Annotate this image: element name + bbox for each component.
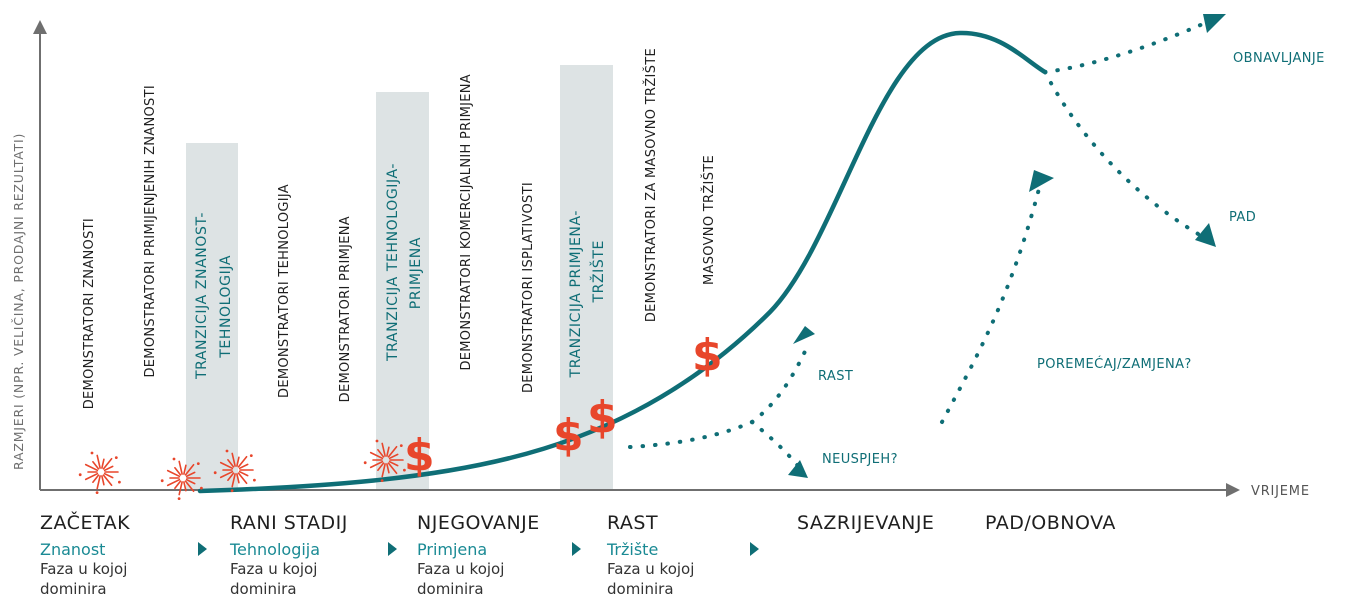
stage-description-line2: dominira	[40, 580, 107, 598]
stage-description-line2: dominira	[417, 580, 484, 598]
renewal-arrow-icon	[1203, 14, 1226, 33]
column-label-mass-market: MASOVNO TRŽIŠTE	[701, 155, 717, 285]
stage-description-line2: dominira	[607, 580, 674, 598]
stage-early: RANI STADIJ Tehnologija Faza u kojoj dom…	[230, 512, 348, 599]
outcome-label-failure: NEUSPJEH?	[822, 452, 898, 467]
stage-growth: RAST Tržište Faza u kojoj dominira	[607, 512, 694, 599]
transition-band-3	[560, 65, 613, 490]
failure-arrow-icon	[788, 460, 808, 478]
stage-subtitle: Tehnologija	[230, 540, 321, 559]
column-label-profitability-demonstrators: DEMONSTRATORI ISPLATIVOSTI	[521, 182, 536, 393]
transition-label-1-line1: TRANZICIJA ZNANOST-	[194, 212, 210, 380]
firework-icon	[363, 439, 406, 482]
transition-label-1-line2: TEHNOLOGIJA	[218, 255, 234, 359]
firework-icon	[160, 457, 203, 500]
transition-band-1	[186, 143, 238, 490]
firework-icon	[78, 451, 121, 494]
column-label-mass-market-demonstrators: DEMONSTRATORI ZA MASOVNO TRŽIŠTE	[643, 48, 659, 322]
stage-description-line1: Faza u kojoj	[417, 560, 505, 578]
stage-title: NJEGOVANJE	[417, 512, 540, 534]
dotted-path-disruption	[940, 183, 1042, 424]
dotted-path-growth-failure-stem	[628, 420, 754, 449]
outcome-label-disruption: POREMEĆAJ/ZAMJENA?	[1037, 356, 1192, 372]
dollar-icon-4: $	[692, 330, 723, 381]
stage-title: RAST	[607, 512, 659, 534]
transition-label-2-line2: PRIMJENA	[408, 237, 424, 309]
dollar-icon-3: $	[587, 392, 618, 443]
stage-description-line2: dominira	[230, 580, 297, 598]
dotted-path-decline	[1043, 70, 1207, 240]
column-label-science-demonstrators: DEMONSTRATORI ZNANOSTI	[82, 218, 97, 409]
stage-arrow-icon	[750, 542, 759, 556]
stage-arrow-icon	[198, 542, 207, 556]
x-axis-title: VRIJEME	[1251, 484, 1310, 499]
dotted-path-renewal	[1043, 18, 1214, 74]
firework-icon	[213, 449, 256, 492]
stage-subtitle: Tržište	[607, 540, 659, 559]
column-label-applied-science-demonstrators: DEMONSTRATORI PRIMIJENJENIH ZNANOSTI	[143, 85, 158, 378]
stage-title: SAZRIJEVANJE	[797, 512, 935, 534]
stage-subtitle: Primjena	[417, 540, 488, 559]
stage-arrow-icon	[572, 542, 581, 556]
column-label-commercial-application-demonstrators: DEMONSTRATORI KOMERCIJALNIH PRIMJENA	[459, 74, 474, 371]
stage-title: ZAČETAK	[40, 512, 131, 534]
column-label-application-demonstrators: DEMONSTRATORI PRIMJENA	[338, 216, 353, 402]
dollar-icon-2: $	[553, 410, 584, 461]
dotted-path-growth	[750, 343, 810, 424]
outcome-label-renewal: OBNAVLJANJE	[1233, 51, 1325, 66]
transition-band-2	[376, 92, 429, 490]
stage-arrow-icon	[388, 542, 397, 556]
outcome-label-growth: RAST	[818, 369, 853, 384]
stage-maturity: SAZRIJEVANJE	[797, 512, 934, 534]
stage-nurturing: NJEGOVANJE Primjena Faza u kojoj dominir…	[417, 512, 540, 599]
y-axis-arrow-icon	[33, 20, 47, 34]
transition-label-3-line1: TRANZICIJA PRIMJENA-	[568, 210, 584, 378]
stage-inception: ZAČETAK Znanost Faza u kojoj dominira	[40, 512, 130, 599]
y-axis-title: RAZMJERI (NPR. VELIČINA, PRODAJNI REZULT…	[11, 133, 26, 470]
transition-label-3-line2: TRŽIŠTE	[589, 240, 607, 303]
x-axis-arrow-icon	[1226, 483, 1240, 497]
stage-description-line1: Faza u kojoj	[230, 560, 318, 578]
transition-label-2-line1: TRANZICIJA TEHNOLOGIJA-	[385, 163, 401, 362]
stage-title: PAD/OBNOVA	[985, 512, 1116, 534]
lifecycle-curve	[197, 30, 1048, 494]
dotted-path-failure	[750, 420, 800, 468]
stage-title: RANI STADIJ	[230, 512, 348, 534]
column-label-technology-demonstrators: DEMONSTRATORI TEHNOLOGIJA	[277, 184, 292, 398]
decline-arrow-icon	[1195, 223, 1216, 247]
disruption-arrow-icon	[1029, 170, 1054, 192]
stage-description-line1: Faza u kojoj	[40, 560, 128, 578]
growth-arrow-icon	[793, 326, 815, 344]
stage-description-line1: Faza u kojoj	[607, 560, 695, 578]
outcome-label-decline: PAD	[1229, 210, 1256, 225]
dollar-icon-1: $	[404, 430, 435, 481]
stage-decline-renewal: PAD/OBNOVA	[985, 512, 1116, 534]
stage-subtitle: Znanost	[40, 540, 106, 559]
